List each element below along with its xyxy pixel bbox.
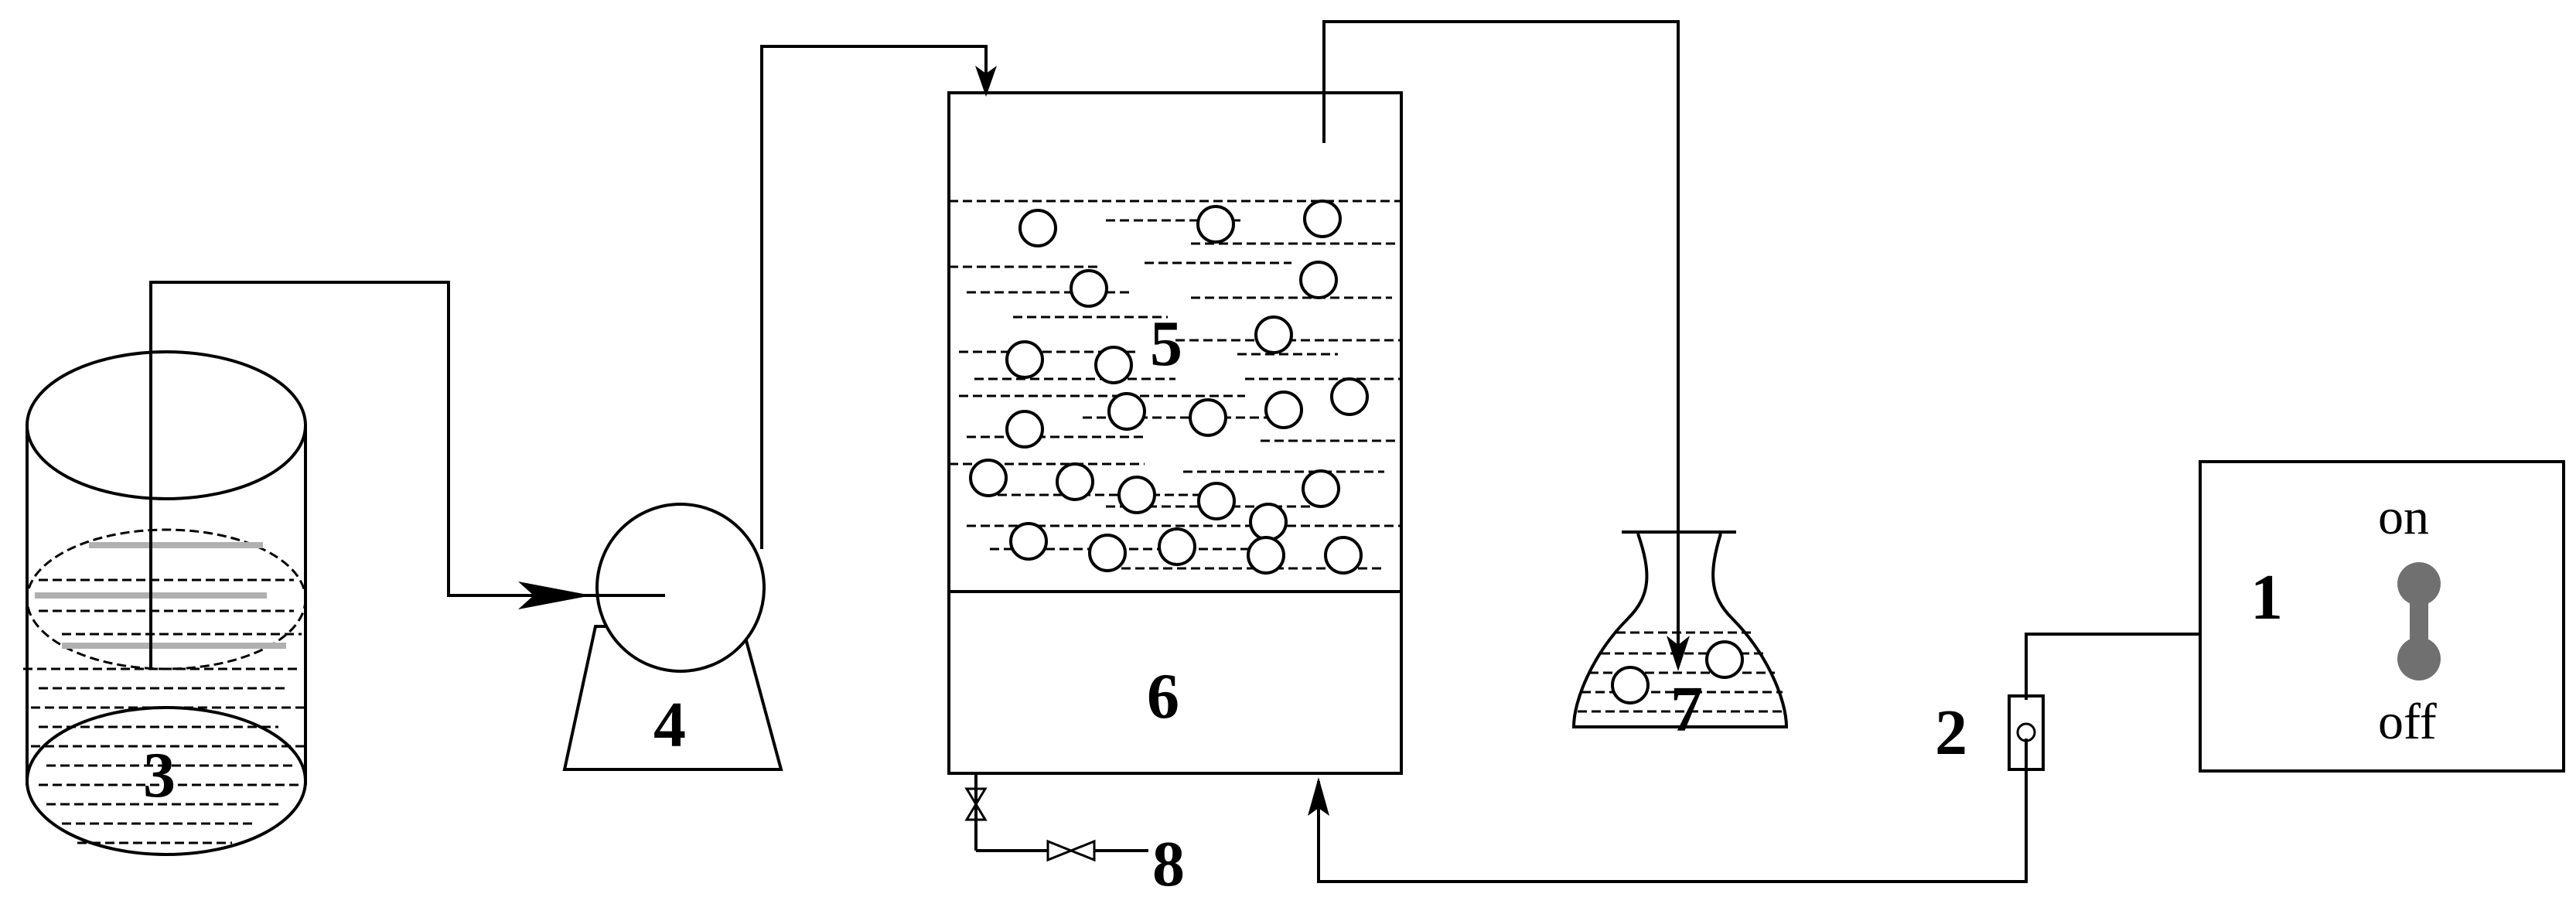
label-reactor-lower: 6 <box>1147 660 1179 732</box>
label-reactor-upper: 5 <box>1150 308 1182 380</box>
pump: 4 <box>562 503 783 771</box>
reactor-bubbles <box>969 200 1369 575</box>
air-line <box>1308 633 2200 883</box>
power-supply: 1 on off <box>2199 460 2565 773</box>
label-valve: 8 <box>1152 828 1185 900</box>
label-power-supply: 1 <box>2250 561 2283 633</box>
switch-on-label: on <box>2378 489 2429 545</box>
pipe-tank-to-pump <box>149 281 592 669</box>
switch-off-label: off <box>2378 694 2437 750</box>
label-flask: 7 <box>1670 674 1703 745</box>
pipe-pump-to-reactor <box>760 45 997 549</box>
label-pump: 4 <box>653 689 686 761</box>
reactor-liquid <box>949 200 1401 570</box>
reactor: 5 6 <box>947 91 1403 775</box>
label-feed-tank: 3 <box>143 739 176 811</box>
toggle-switch[interactable] <box>2397 562 2441 681</box>
flowmeter: 2 <box>1935 694 2045 771</box>
flask: 7 <box>1571 530 1789 745</box>
pipe-reactor-to-flask <box>1322 20 1690 671</box>
label-flowmeter: 2 <box>1935 697 1967 769</box>
feed-tank: 3 <box>23 350 307 856</box>
drain-valve: 8 <box>964 773 1185 900</box>
